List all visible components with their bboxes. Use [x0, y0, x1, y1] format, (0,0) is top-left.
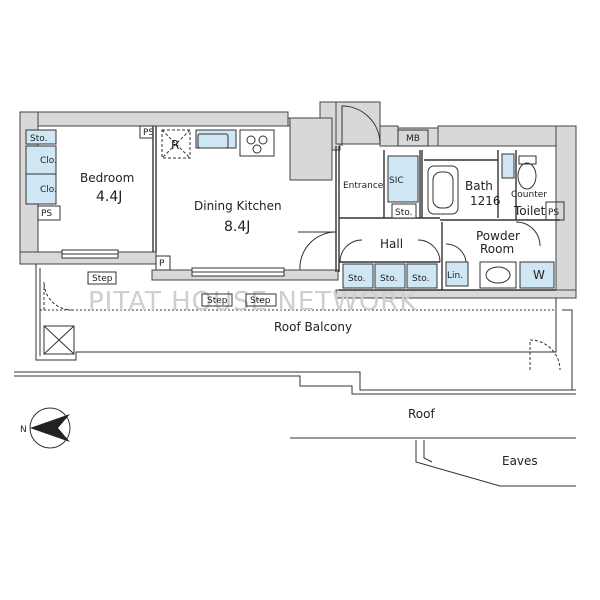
- kitchen-ps-label: PS: [143, 128, 154, 138]
- powder-room-label-2: Room: [480, 242, 514, 256]
- hall-label: Hall: [380, 237, 403, 251]
- refrigerator-label: R: [171, 138, 179, 152]
- balcony-door-right: [529, 339, 561, 371]
- stove: [239, 129, 275, 157]
- powder-room-label-1: Powder: [476, 229, 520, 243]
- compass-north: N: [20, 425, 27, 435]
- balcony-unit: [43, 325, 75, 355]
- bedroom-label: Bedroom: [80, 171, 134, 185]
- step-3: [245, 293, 277, 307]
- bedroom-storage-label: Sto.: [30, 134, 47, 144]
- north-arrow-icon: [30, 414, 70, 442]
- toilet-storage: [501, 153, 515, 179]
- counter-label: Counter: [511, 190, 547, 200]
- kitchen-door: [298, 231, 337, 271]
- hall-storage-1: [342, 263, 374, 289]
- kitchen-ps-box: [139, 125, 154, 139]
- balcony-door-left: [43, 281, 73, 311]
- refrigerator-space: [161, 129, 191, 159]
- washbasin: [479, 261, 517, 289]
- entrance-door: [341, 105, 381, 146]
- entrance-storage: [391, 203, 417, 219]
- steps: [37, 125, 565, 307]
- hall-storage-3-label: Sto.: [412, 274, 429, 284]
- linen-storage: [445, 261, 469, 287]
- hall-door-2: [417, 239, 441, 263]
- burner-1: [246, 135, 256, 145]
- powder-door: [445, 243, 467, 263]
- hall-storage-2-label: Sto.: [380, 274, 397, 284]
- p-box: [155, 255, 171, 271]
- roof-balcony-label: Roof Balcony: [274, 320, 352, 334]
- kitchen-sink: [197, 133, 229, 149]
- step-2: [201, 293, 233, 307]
- sic-label: SIC: [389, 176, 404, 186]
- roof-label: Roof: [408, 407, 435, 421]
- toilet-bowl: [517, 162, 537, 190]
- closet-2-label: Clo.: [40, 185, 57, 195]
- bedroom-storage: [25, 129, 57, 145]
- hall-door-1: [339, 239, 363, 263]
- hall-storage-1-label: Sto.: [348, 274, 365, 284]
- mb-box: [397, 129, 429, 147]
- p-label: P: [159, 259, 165, 269]
- windows: [61, 249, 285, 277]
- dining-kitchen-label: Dining Kitchen: [194, 199, 282, 213]
- toilet-label: Toilet: [513, 204, 546, 218]
- step-label-3: Step: [250, 296, 271, 306]
- burner-3: [252, 144, 262, 154]
- bedroom-size: 4.4J: [96, 189, 122, 205]
- washbasin-bowl: [485, 266, 511, 284]
- hall-storage-2: [374, 263, 406, 289]
- toilet-ps-label: PS: [548, 208, 559, 218]
- toilet-ps-box: [545, 201, 565, 221]
- dining-kitchen-size: 8.4J: [224, 219, 250, 235]
- mb-label: MB: [406, 134, 420, 144]
- bedroom-ps-label: PS: [41, 209, 52, 219]
- sic-storage: [387, 155, 419, 203]
- burner-2: [258, 135, 268, 145]
- toilet-door: [515, 221, 541, 247]
- step-label-2: Step: [207, 296, 228, 306]
- watermark: PITAT HOUSE NETWORK: [88, 287, 417, 317]
- fixtures: [161, 129, 537, 289]
- hall-storage-3: [406, 263, 438, 289]
- entrance-label: Entrance: [343, 181, 384, 191]
- closet-2: [25, 173, 57, 205]
- closet-1-label: Clo.: [40, 156, 57, 166]
- doors: [43, 105, 561, 371]
- toilet-tank: [518, 155, 537, 165]
- entrance-storage-label: Sto.: [395, 208, 412, 218]
- bathtub: [427, 165, 459, 215]
- step-1: [87, 271, 117, 285]
- bath-label: Bath: [465, 179, 493, 193]
- step-label-1: Step: [92, 274, 113, 284]
- washer-space: [519, 261, 555, 289]
- eaves-label: Eaves: [502, 454, 538, 468]
- balcony-roof-outlines: [14, 264, 576, 487]
- labels: Bedroom 4.4J Dining Kitchen 8.4J Entranc…: [30, 128, 559, 468]
- bedroom-ps-box: [37, 205, 61, 221]
- bathtub-inner: [432, 171, 454, 209]
- linen-label: Lin.: [447, 271, 463, 281]
- bath-size: 1216: [470, 194, 501, 208]
- kitchen-counter: [195, 129, 237, 149]
- compass: N: [20, 407, 71, 449]
- washer-label: W: [533, 268, 545, 282]
